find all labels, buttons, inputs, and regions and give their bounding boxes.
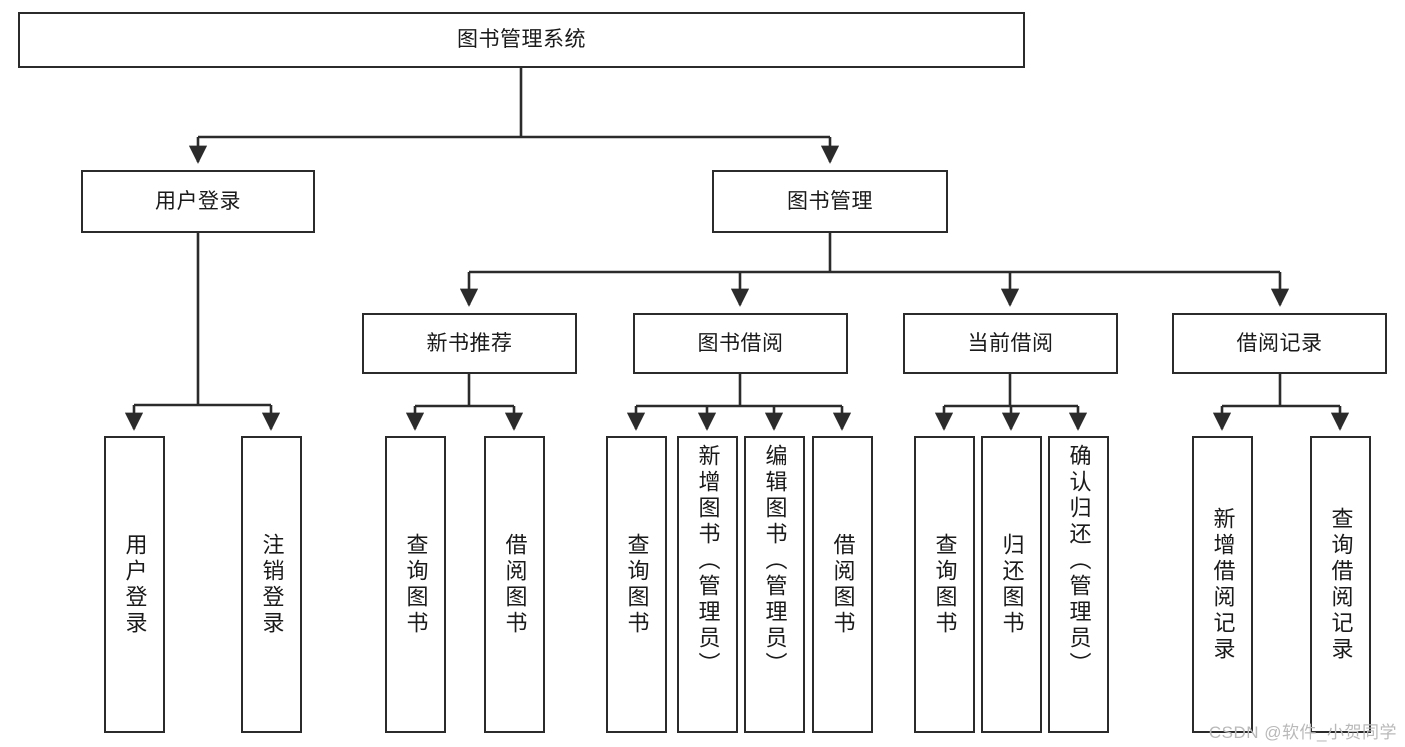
node-leaf-query-book-3[interactable]: 查询图书 <box>914 436 975 733</box>
node-new-book-recommend[interactable]: 新书推荐 <box>362 313 577 374</box>
node-root[interactable]: 图书管理系统 <box>18 12 1025 68</box>
node-leaf-add-record[interactable]: 新增借阅记录 <box>1192 436 1253 733</box>
node-leaf-query-book-1-label: 查询图书 <box>403 532 429 637</box>
node-new-book-recommend-label: 新书推荐 <box>426 331 513 355</box>
node-book-borrow-label: 图书借阅 <box>697 331 784 355</box>
node-borrow-record-label: 借阅记录 <box>1236 331 1323 355</box>
node-leaf-edit-book[interactable]: 编辑图书（管理员） <box>744 436 805 733</box>
node-book-manage[interactable]: 图书管理 <box>712 170 948 233</box>
node-leaf-borrow-book-2-label: 借阅图书 <box>830 532 856 637</box>
node-leaf-query-record[interactable]: 查询借阅记录 <box>1310 436 1371 733</box>
watermark-text: CSDN @软件_小贺同学 <box>1208 723 1397 742</box>
node-leaf-return-book-label: 归还图书 <box>999 532 1025 637</box>
node-leaf-query-book-2[interactable]: 查询图书 <box>606 436 667 733</box>
node-leaf-borrow-book-2[interactable]: 借阅图书 <box>812 436 873 733</box>
node-current-borrow-label: 当前借阅 <box>967 331 1054 355</box>
node-leaf-user-login-label: 用户登录 <box>122 532 148 637</box>
node-leaf-borrow-book-1-label: 借阅图书 <box>502 532 528 637</box>
node-user-login[interactable]: 用户登录 <box>81 170 315 233</box>
node-leaf-return-book[interactable]: 归还图书 <box>981 436 1042 733</box>
node-current-borrow[interactable]: 当前借阅 <box>903 313 1118 374</box>
node-leaf-query-book-1[interactable]: 查询图书 <box>385 436 446 733</box>
node-leaf-add-book-label: 新增图书（管理员） <box>695 444 721 678</box>
node-leaf-user-login[interactable]: 用户登录 <box>104 436 165 733</box>
node-book-borrow[interactable]: 图书借阅 <box>633 313 848 374</box>
node-leaf-query-record-label: 查询借阅记录 <box>1328 506 1354 663</box>
node-leaf-confirm-return-label: 确认归还（管理员） <box>1066 444 1092 678</box>
node-borrow-record[interactable]: 借阅记录 <box>1172 313 1387 374</box>
node-leaf-edit-book-label: 编辑图书（管理员） <box>762 444 788 678</box>
node-root-label: 图书管理系统 <box>457 28 586 52</box>
node-leaf-confirm-return[interactable]: 确认归还（管理员） <box>1048 436 1109 733</box>
node-book-manage-label: 图书管理 <box>787 189 873 213</box>
node-leaf-add-record-label: 新增借阅记录 <box>1210 506 1236 663</box>
node-leaf-logout-login-label: 注销登录 <box>259 532 285 637</box>
node-leaf-query-book-3-label: 查询图书 <box>932 532 958 637</box>
node-leaf-borrow-book-1[interactable]: 借阅图书 <box>484 436 545 733</box>
node-leaf-logout-login[interactable]: 注销登录 <box>241 436 302 733</box>
node-user-login-label: 用户登录 <box>155 189 241 213</box>
node-leaf-query-book-2-label: 查询图书 <box>624 532 650 637</box>
node-leaf-add-book[interactable]: 新增图书（管理员） <box>677 436 738 733</box>
